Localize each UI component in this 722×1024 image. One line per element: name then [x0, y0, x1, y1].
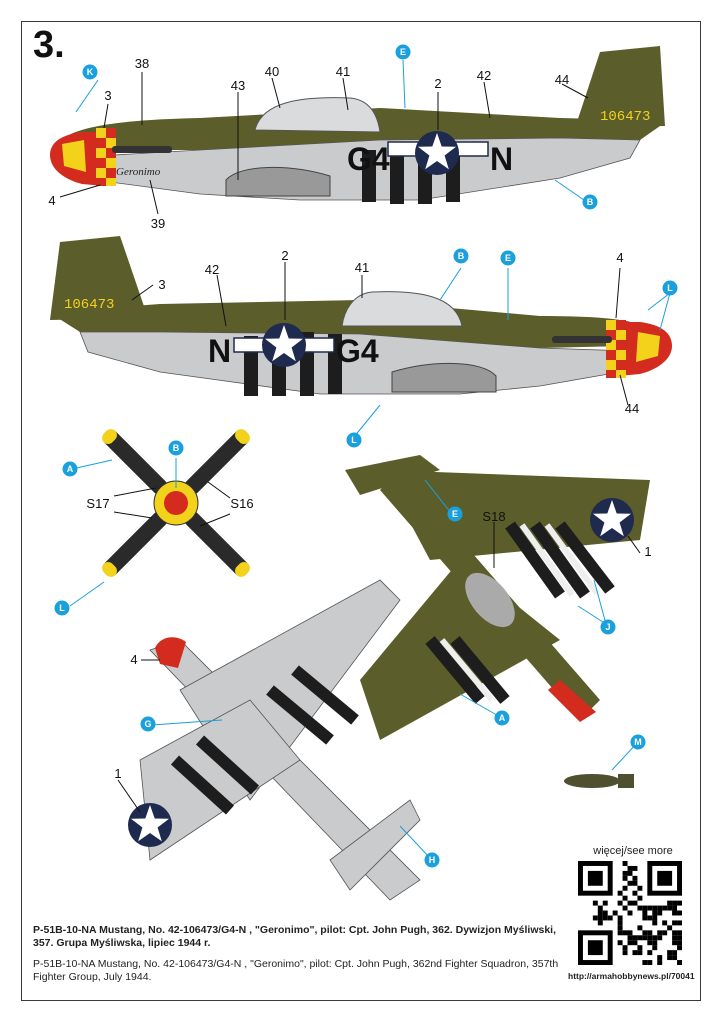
svg-text:B: B: [587, 197, 594, 207]
svg-text:A: A: [67, 464, 74, 474]
callout-number-1: 1: [114, 766, 121, 781]
callout-number-43: 43: [231, 78, 245, 93]
callout-letter-l: L: [662, 280, 678, 296]
left-code-g4: G4: [347, 141, 390, 177]
callout-number-s18: S18: [482, 509, 505, 524]
callout-number-44: 44: [625, 401, 639, 416]
callout-number-4: 4: [48, 193, 55, 208]
svg-text:K: K: [87, 67, 94, 77]
svg-text:A: A: [499, 713, 506, 723]
top-view: [345, 455, 650, 740]
callout-number-40: 40: [265, 64, 279, 79]
callout-letter-b: B: [453, 248, 469, 264]
callout-number-4: 4: [616, 250, 623, 265]
callout-letter-a: A: [494, 710, 510, 726]
left-code-n: N: [490, 141, 513, 177]
callout-letter-b: B: [168, 440, 184, 456]
see-more-label: więcej/see more: [593, 845, 673, 857]
svg-text:L: L: [667, 283, 673, 293]
svg-text:E: E: [400, 47, 406, 57]
callout-letter-b: B: [582, 194, 598, 210]
callout-letter-a: A: [62, 461, 78, 477]
callout-number-1: 1: [644, 544, 651, 559]
callout-letter-k: K: [82, 64, 98, 80]
svg-text:L: L: [59, 603, 65, 613]
callout-letter-j: J: [600, 619, 616, 635]
product-url[interactable]: http://armahobbynews.pl/70041: [568, 971, 695, 981]
callout-number-4: 4: [130, 652, 137, 667]
left-serial: 106473: [600, 109, 650, 125]
callout-number-42: 42: [477, 68, 491, 83]
callout-letter-g: G: [140, 716, 156, 732]
right-serial: 106473: [64, 297, 114, 313]
svg-text:G: G: [144, 719, 151, 729]
callout-letter-e: E: [447, 506, 463, 522]
svg-text:M: M: [634, 737, 642, 747]
callout-number-41: 41: [336, 64, 350, 79]
callout-letter-h: H: [424, 852, 440, 868]
callout-letter-e: E: [500, 250, 516, 266]
left-side-view: G4 N 106473 Geronimo: [50, 46, 665, 204]
callout-number-2: 2: [281, 248, 288, 263]
callout-letter-e: E: [395, 44, 411, 60]
bomb-drawing: [564, 774, 634, 788]
callout-letter-l: L: [346, 432, 362, 448]
callout-number-3: 3: [158, 277, 165, 292]
nose-name: Geronimo: [116, 166, 161, 178]
svg-text:B: B: [458, 251, 465, 261]
svg-text:E: E: [452, 509, 458, 519]
propeller-view: [102, 429, 250, 577]
callout-number-38: 38: [135, 56, 149, 71]
callout-number-44: 44: [555, 72, 569, 87]
callout-number-2: 2: [434, 76, 441, 91]
qr-code[interactable]: [578, 861, 682, 965]
plate-number: 3.: [33, 24, 65, 66]
svg-text:E: E: [505, 253, 511, 263]
callout-number-41: 41: [355, 260, 369, 275]
right-code-g4: G4: [336, 333, 379, 369]
callout-letter-l: L: [54, 600, 70, 616]
svg-text:B: B: [173, 443, 180, 453]
right-side-view: N G4 106473: [50, 236, 672, 396]
caption-polish: P-51B-10-NA Mustang, No. 42-106473/G4-N …: [33, 924, 556, 949]
callout-number-3: 3: [104, 88, 111, 103]
bottom-view: [128, 579, 421, 901]
callout-letter-m: M: [630, 734, 646, 750]
callout-number-39: 39: [151, 216, 165, 231]
plate-frame: [21, 21, 701, 1001]
callout-number-s17: S17: [86, 496, 109, 511]
callout-number-42: 42: [205, 262, 219, 277]
svg-text:J: J: [605, 622, 610, 632]
svg-text:H: H: [429, 855, 436, 865]
right-code-n: N: [208, 333, 231, 369]
svg-text:L: L: [351, 435, 357, 445]
callout-number-s16: S16: [230, 496, 253, 511]
caption-english: P-51B-10-NA Mustang, No. 42-106473/G4-N …: [33, 958, 559, 983]
